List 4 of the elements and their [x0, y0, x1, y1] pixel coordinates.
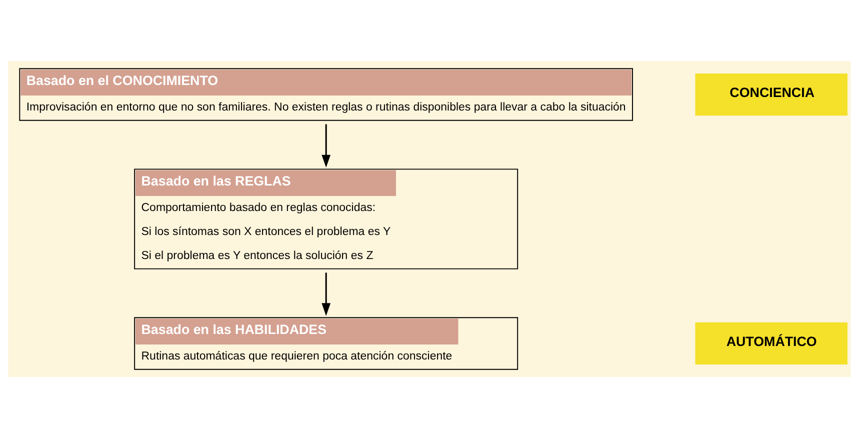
arrow	[322, 272, 331, 316]
label: AUTOMÁTICO	[726, 334, 817, 349]
arrow	[322, 124, 331, 168]
label: CONCIENCIA	[730, 84, 815, 100]
